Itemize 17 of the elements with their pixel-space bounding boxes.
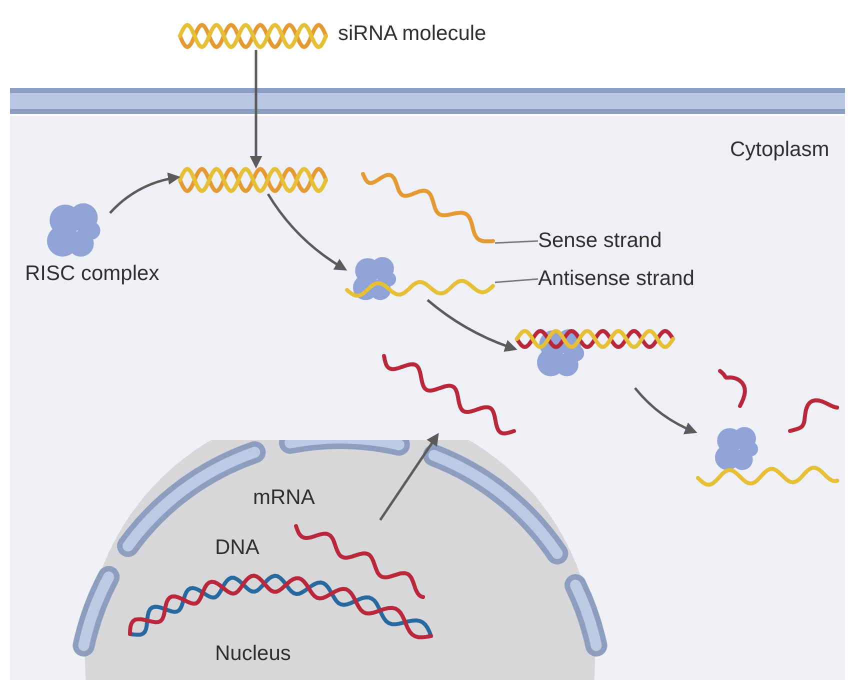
strand-label: Antisense strand — [538, 267, 694, 291]
strand-label: Sense strand — [538, 229, 662, 253]
region-label: Nucleus — [215, 642, 291, 666]
cytoplasm-region — [10, 116, 845, 680]
region-label: Cytoplasm — [730, 138, 830, 162]
arrow — [379, 432, 439, 521]
leader-line — [494, 278, 538, 284]
molecule-label: DNA — [215, 536, 260, 560]
arrow — [109, 172, 180, 214]
leader-line — [494, 240, 538, 244]
molecule-label: siRNA molecule — [338, 22, 486, 46]
arrow — [426, 299, 518, 352]
arrow — [634, 387, 698, 434]
molecule-label: RISC complex — [25, 262, 160, 286]
arrow — [266, 193, 348, 270]
arrow — [250, 50, 262, 168]
molecule-label: mRNA — [253, 486, 315, 510]
